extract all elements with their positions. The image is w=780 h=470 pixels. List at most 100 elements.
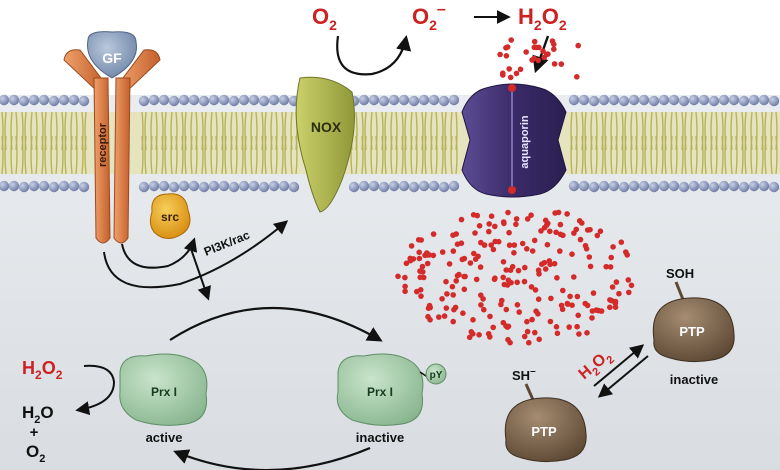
lipid-head [728,180,740,192]
lipid-tail [661,135,667,175]
lipid-tail [141,135,147,175]
lipid-tail [710,135,718,175]
h2o2-molecule [441,313,448,319]
phosphotyrosine [425,363,447,385]
lipid-tail [581,135,587,175]
growth-factor-receptor: GF receptor [63,31,161,244]
lipid-head [418,94,430,106]
lipid-tail [450,135,458,175]
h2o2-molecule [453,231,460,237]
h2o2-molecule [521,278,528,285]
h2o2-molecule [452,304,459,311]
lipid-head [748,94,760,106]
lipid-head [228,181,240,193]
lipid-head [378,181,390,193]
lipid-head [668,180,680,192]
h2o2-molecule [569,302,575,309]
h2o2-molecule [529,248,536,254]
h2o2-molecule [426,302,433,309]
h2o2-molecule [554,275,560,281]
h2o2-molecule [507,339,513,346]
lipid-head [28,180,40,192]
lipid-head [408,181,420,193]
h2o2-molecule [443,278,449,285]
h2o2-molecule [513,216,520,222]
lipid-tail [741,135,747,175]
lipid-head [578,180,590,192]
h2o2-molecule [446,261,453,267]
lipid-tail [190,135,198,175]
h2o2-molecule [427,317,433,323]
h2o2-molecule [607,297,613,303]
lipid-head [0,94,10,106]
h2o2-molecule [492,275,498,282]
h2o2-molecule [487,313,493,320]
h2o2-molecule [416,255,423,262]
h2o2-molecule [453,278,460,284]
h2o2-molecule [594,232,601,239]
lipid-tail [421,135,427,175]
lipid-head [258,95,270,107]
h2o2-molecule [533,44,540,51]
lipid-tail [1,135,7,175]
lipid-head [728,94,740,106]
h2o2-molecule [589,315,595,321]
h2o2-molecule [536,336,542,343]
h2o2-molecule [515,267,522,274]
h2o2-molecule [529,316,535,323]
h2o2-molecule [519,240,526,247]
h2o2-molecule [579,220,585,226]
h2o2-molecule [571,230,577,236]
h2o2-molecule [461,286,468,293]
h2o2-molecule [439,249,446,255]
prx-inactive: pY Prx I inactive [336,353,447,445]
h2o2-molecule [505,209,511,216]
h2o2-molecule [449,283,456,290]
lipid-head [208,180,220,192]
lipid-head [78,181,90,193]
lipid-head [28,94,40,106]
lipid-head [18,181,30,193]
h2o2-molecule [430,252,437,259]
h2o2-molecule [408,243,415,249]
lipid-head [758,180,770,192]
lipid-tail [601,135,607,175]
lipid-tail [690,135,698,175]
lipid-tail [381,135,387,175]
lipid-head [628,94,640,106]
superoxide-label: O2– [412,1,446,33]
lipid-head [388,180,400,192]
lipid-head [588,181,600,193]
h2o2-molecule [558,61,565,67]
lipid-tail [430,135,438,175]
h2o2-molecule [481,242,488,248]
receptor-to-nox-arrow [103,220,289,289]
lipid-head [38,94,50,106]
o2-to-superoxide-arrow [336,34,412,76]
lipid-head [48,95,60,107]
h2o2-molecule [498,301,504,308]
h2o2-molecule [516,309,522,315]
lipid-head [608,180,620,192]
h2o2-molecule [524,318,530,325]
lipid-tail [401,135,407,175]
aquaporin-label: aquaporin [519,115,531,168]
h2o2-molecule [544,241,551,248]
lipid-head [218,94,230,106]
lipid-head [38,180,50,192]
lipid-head [48,181,60,193]
h2o2-molecule [430,231,437,237]
h2o2-molecule [607,264,614,270]
lipid-head [738,181,750,193]
lipid-head [448,180,460,192]
lipid-head [738,95,750,107]
h2o2-molecule [500,259,507,265]
lipid-head [218,180,230,192]
prx-active-state: active [146,430,183,445]
h2o2-molecule [461,273,467,280]
cell-membrane [0,94,780,193]
h2o2-molecule [540,48,546,54]
lipid-tail [370,135,378,175]
lipid-head [588,95,600,107]
h2o2-molecule [522,264,528,271]
